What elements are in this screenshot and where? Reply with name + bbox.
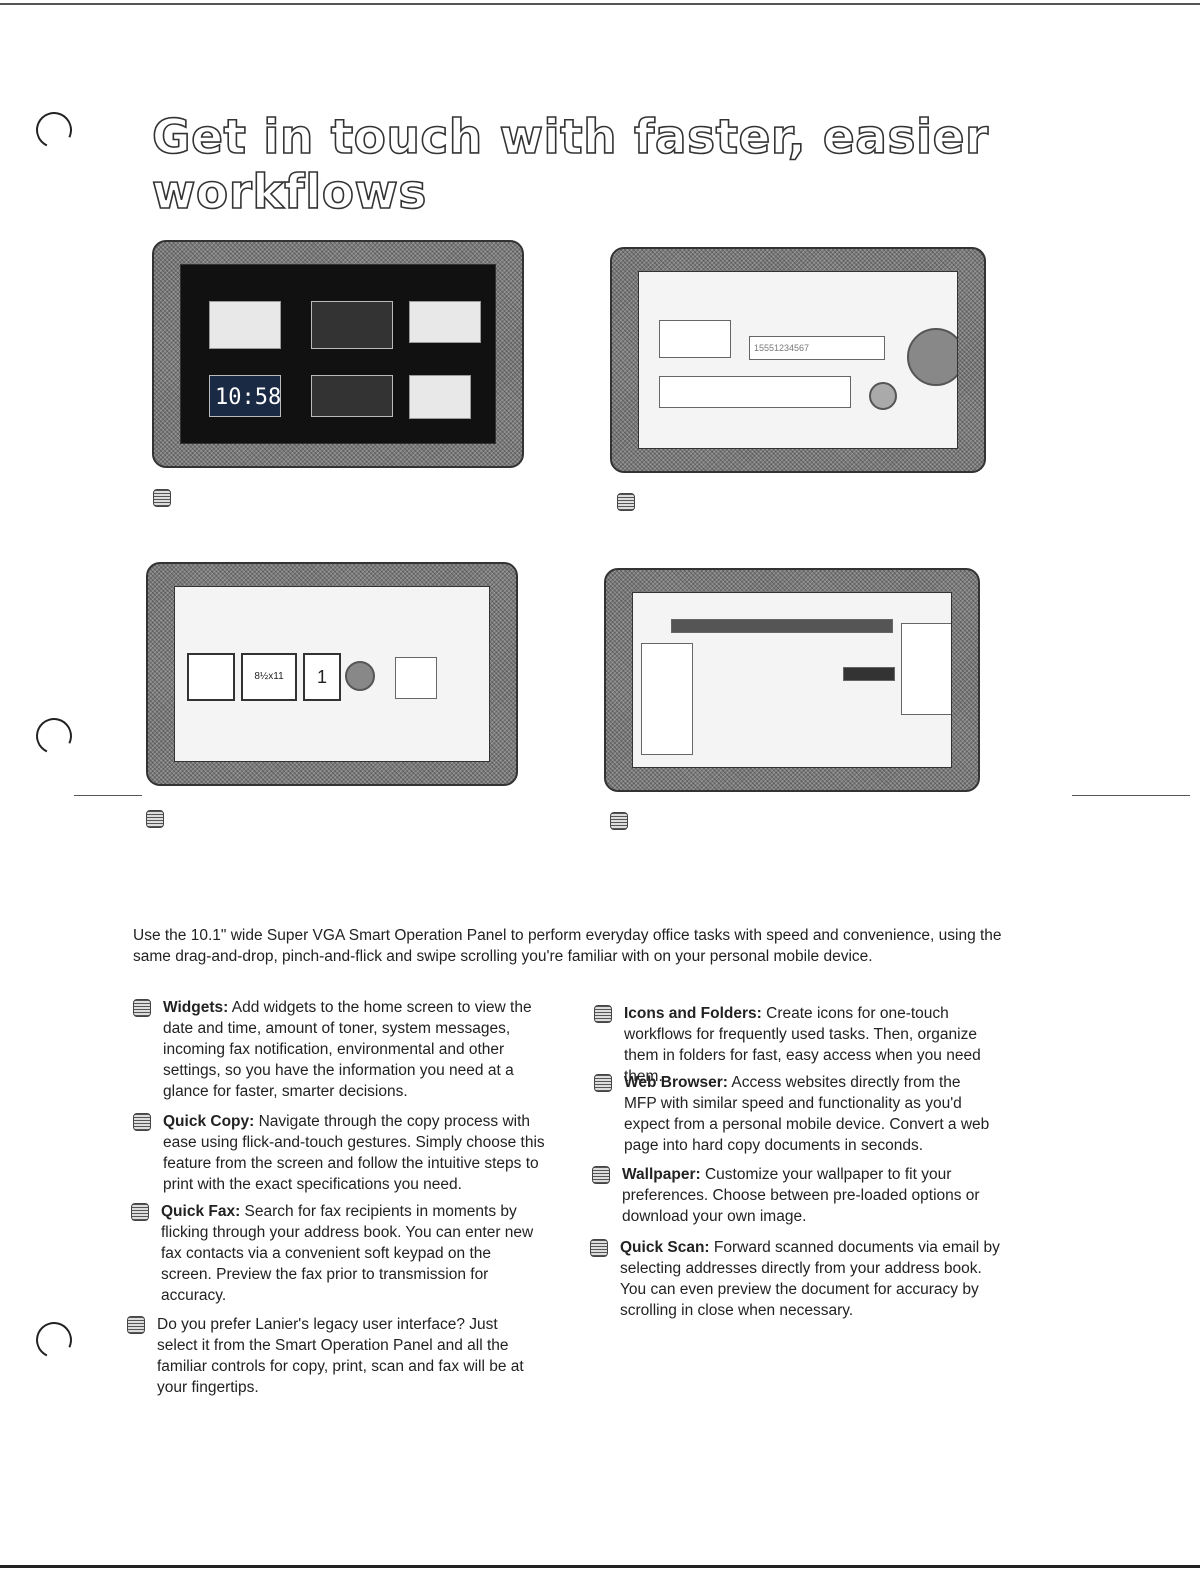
feature-quick-fax: Quick Fax: Search for fax recipients in … [131,1201,541,1306]
badge-1-icon [153,489,171,507]
page-title: Get in touch with faster, easier workflo… [151,109,989,221]
feature-heading: Wallpaper: [622,1166,701,1183]
small-knob-icon [869,382,897,410]
widget-tile [311,301,393,349]
feature-body: Access websites directly from the MFP wi… [624,1074,990,1154]
fax-number-field: 15551234567 [749,336,885,360]
panel-image-quick-fax: 15551234567 [610,247,986,473]
copy-color-button [187,653,235,701]
feature-quick-copy: Quick Copy: Navigate through the copy pr… [133,1111,553,1195]
feature-body: Create icons for one-touch workflows for… [624,1005,981,1085]
intro-paragraph: Use the 10.1" wide Super VGA Smart Opera… [133,927,1002,965]
copy-quantity-button: 1 [303,653,341,701]
panel-image-legacy-ui [604,568,980,792]
feature-badge-icon [590,1239,608,1257]
feature-badge-icon [133,1113,151,1131]
panel-screen [632,592,952,768]
feature-body: Customize your wallpaper to fit your pre… [622,1166,980,1225]
feature-body: Add widgets to the home screen to view t… [163,999,532,1100]
feature-badge-icon [594,1074,612,1092]
feature-body: Do you prefer Lanier's legacy user inter… [157,1316,524,1396]
feature-heading: Quick Scan: [620,1239,710,1256]
widget-tile [409,301,481,343]
feature-badge-icon [127,1316,145,1334]
feature-heading: Quick Fax: [161,1203,241,1220]
stray-dash [74,795,142,796]
panel-screen: 8½x11 1 [174,586,490,762]
feature-icons-folders: Icons and Folders: Create icons for one-… [594,1003,1014,1087]
start-knob-icon [907,328,957,386]
screen-button [843,667,895,681]
preview-box [395,657,437,699]
bottom-scan-line [0,1565,1200,1568]
feature-web-browser: Web Browser: Access websites directly fr… [594,1072,994,1156]
feature-badge-icon [592,1166,610,1184]
badge-3-icon [146,810,164,828]
feature-badge-icon [131,1203,149,1221]
keypad-box [901,623,951,715]
clock-widget [209,375,281,417]
feature-legacy-ui: Do you prefer Lanier's legacy user inter… [127,1314,537,1398]
badge-4-icon [610,812,628,830]
panel-image-quick-copy: 8½x11 1 [146,562,518,786]
clock-text: 10:58 [215,385,282,410]
screen-field [659,320,731,358]
feature-body: Navigate through the copy process with e… [163,1113,545,1193]
screen-column [641,643,693,755]
stray-dash [1072,795,1190,796]
widget-tile [311,375,393,417]
feature-wallpaper: Wallpaper: Customize your wallpaper to f… [592,1164,992,1227]
panel-screen: 10:58 [180,264,496,444]
feature-body: Search for fax recipients in moments by … [161,1203,534,1304]
punch-hole-top [30,106,78,154]
widget-tile [209,301,281,349]
feature-heading: Widgets: [163,999,229,1016]
feature-quick-scan: Quick Scan: Forward scanned documents vi… [590,1237,1000,1321]
start-knob-icon [345,661,375,691]
panel-image-widgets: 10:58 [152,240,524,468]
feature-heading: Web Browser: [624,1074,728,1091]
feature-heading: Icons and Folders: [624,1005,762,1022]
feature-heading: Quick Copy: [163,1113,255,1130]
feature-body: Forward scanned documents via email by s… [620,1239,1000,1319]
punch-hole-middle [30,712,78,760]
badge-2-icon [617,493,635,511]
punch-hole-bottom [30,1316,78,1364]
top-scan-line [0,3,1200,5]
feature-badge-icon [594,1005,612,1023]
widget-tile [409,375,471,419]
screen-field [659,376,851,408]
feature-badge-icon [133,999,151,1017]
panel-screen: 15551234567 [638,271,958,449]
copy-size-button: 8½x11 [241,653,297,701]
screen-bar [671,619,893,633]
feature-widgets: Widgets: Add widgets to the home screen … [133,997,543,1102]
